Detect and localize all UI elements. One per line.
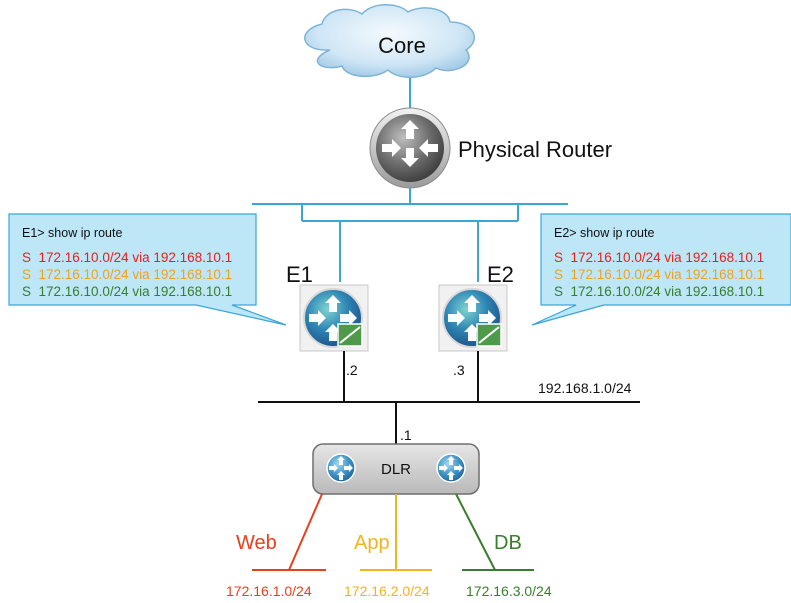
core-label: Core [378,33,426,58]
dlr-ip-suffix: .1 [400,427,412,443]
physical-router-label: Physical Router [458,137,612,162]
e1-route-line: S 172.16.10.0/24 via 192.168.10.1 [22,284,232,299]
physical-router: Physical Router [369,107,612,189]
e1-route-line: S 172.16.10.0/24 via 192.168.10.1 [22,250,232,265]
edge-e2: E2 .3 [438,262,514,402]
e1-callout-command: E1> show ip route [22,226,122,240]
e1-route-line: S 172.16.10.0/24 via 192.168.10.1 [22,267,232,282]
e2-label: E2 [487,262,514,287]
e2-ip-suffix: .3 [453,362,465,378]
segment-app: App 172.16.2.0/24 [344,494,432,599]
dlr-label: DLR [381,461,411,478]
e2-callout-command: E2> show ip route [554,226,654,240]
dlr: DLR [312,443,480,495]
db-subnet: 172.16.3.0/24 [466,583,552,599]
cloud-icon [304,4,476,78]
e2-route-callout: E2> show ip route S 172.16.10.0/24 via 1… [531,213,791,326]
e1-ip-suffix: .2 [346,362,358,378]
e1-route-callout: E1> show ip route S 172.16.10.0/24 via 1… [8,213,287,326]
e2-route-line: S 172.16.10.0/24 via 192.168.10.1 [554,267,764,282]
core-cloud: Core [304,4,476,78]
transit-network-label: 192.168.1.0/24 [538,380,632,396]
app-subnet: 172.16.2.0/24 [344,583,430,599]
e1-label: E1 [286,262,313,287]
edge-e1: E1 .2 [286,262,369,402]
router-icon [436,453,466,483]
db-link-line [455,493,496,571]
app-label: App [354,532,390,554]
web-link-line [288,493,323,571]
db-label: DB [494,532,522,554]
edge-gateway-icon [442,288,502,348]
router-icon [369,107,451,189]
segment-db: DB 172.16.3.0/24 [455,493,552,599]
e2-route-line: S 172.16.10.0/24 via 192.168.10.1 [554,284,764,299]
segment-web: Web 172.16.1.0/24 [226,493,326,599]
web-label: Web [236,532,277,554]
router-icon [326,453,356,483]
web-subnet: 172.16.1.0/24 [226,583,312,599]
edge-gateway-icon [303,288,363,348]
e2-route-line: S 172.16.10.0/24 via 192.168.10.1 [554,250,764,265]
